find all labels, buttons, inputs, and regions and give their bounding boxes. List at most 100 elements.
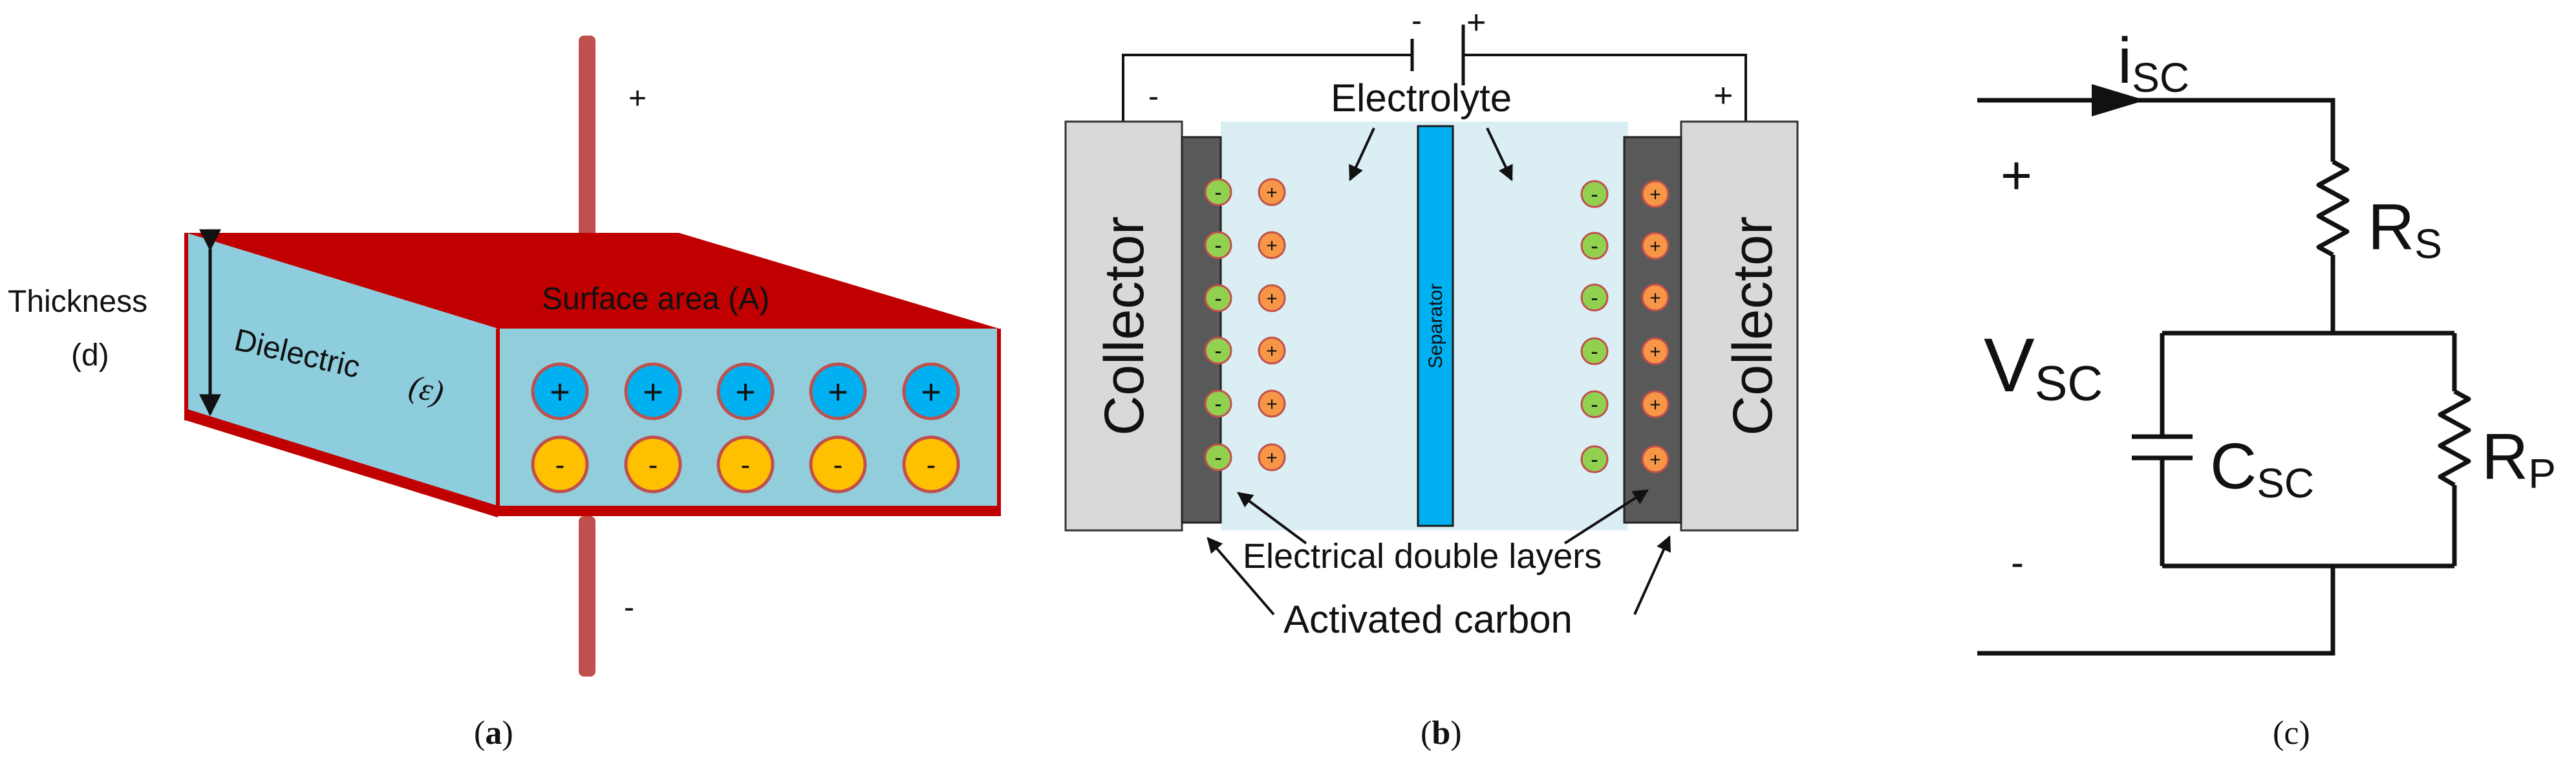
current-symbol: i (2118, 25, 2132, 97)
rp-symbol: R (2482, 420, 2528, 493)
anion-right-electrolyte-circle (1580, 337, 1609, 365)
cation-left-electrolyte-sign: + (1266, 182, 1278, 204)
anion-right-electrolyte: - (1580, 283, 1609, 312)
bottom-electrode-side (186, 409, 498, 517)
negative-charge: - (716, 435, 775, 494)
thickness-symbol-label: (d) (71, 338, 109, 373)
anion-right-electrolyte-sign: - (1591, 448, 1598, 472)
anion-right-electrolyte-circle (1580, 445, 1609, 473)
collector-right (1680, 120, 1799, 532)
panel-b-caption: (b) (1421, 715, 1462, 752)
positive-charge-sign: + (921, 373, 941, 411)
collector-left (1064, 120, 1183, 532)
anion-left-carbon-sign: - (1214, 392, 1221, 417)
cation-right-carbon: + (1641, 283, 1669, 312)
capacitance-subscript: SC (2257, 460, 2314, 506)
dielectric-side-face (186, 233, 498, 511)
cation-left-electrolyte-sign: + (1266, 448, 1278, 469)
positive-charge-sign: + (550, 373, 570, 411)
positive-charge-sign: + (735, 373, 756, 411)
negative-charge-circle (902, 435, 960, 494)
cation-left-electrolyte-circle (1258, 284, 1286, 312)
carbon-arrow-left (1207, 537, 1275, 616)
anion-left-carbon-circle (1204, 231, 1232, 259)
bottom-electrode-front (498, 506, 999, 516)
anion-left-carbon-circle (1204, 336, 1232, 365)
positive-charge: + (902, 362, 960, 420)
cation-right-carbon-circle (1641, 337, 1669, 365)
separator-label: Separator (1425, 283, 1446, 369)
anion-left-carbon-sign: - (1214, 233, 1221, 258)
anion-right-electrolyte-sign: - (1591, 393, 1598, 417)
cation-right-carbon-sign: + (1649, 184, 1661, 206)
negative-charge-circle (624, 435, 682, 494)
anion-left-carbon: - (1204, 336, 1232, 365)
anion-right-electrolyte-sign: - (1591, 182, 1598, 207)
panel-b-electric-double-layer: - + - + Collector Collector Separator -+… (1064, 4, 1799, 752)
cation-left-electrolyte-sign: + (1266, 235, 1278, 257)
caption-letter: a (485, 715, 502, 752)
bottom-terminal-lead (579, 516, 596, 677)
anion-left-carbon-circle (1204, 389, 1232, 418)
activated-carbon-label: Activated carbon (1283, 598, 1572, 641)
top-terminal-lead (579, 36, 596, 281)
current-arrow-head (2092, 84, 2145, 116)
anion-left-carbon-sign: - (1214, 339, 1221, 364)
cation-left-electrolyte-circle (1258, 231, 1286, 259)
panel-a-caption: (a) (474, 715, 513, 752)
negative-charge: - (902, 435, 960, 494)
external-wire-left (1122, 54, 1412, 122)
series-resistor-rs (2316, 159, 2350, 257)
negative-charge-sign: - (741, 449, 751, 481)
cation-right-carbon-circle (1641, 283, 1669, 312)
cation-left-electrolyte: + (1258, 336, 1286, 365)
anion-left-carbon: - (1204, 231, 1232, 259)
negative-charge-sign: - (833, 449, 843, 481)
cation-left-electrolyte: + (1258, 389, 1286, 418)
anion-left-carbon-circle (1204, 284, 1232, 312)
negative-terminal-label: - (624, 591, 634, 625)
anion-right-electrolyte-sign: - (1591, 286, 1598, 310)
electrolyte-arrow-left (1349, 127, 1375, 182)
voltage-symbol: V (1984, 323, 2035, 408)
caption-letter: b (1432, 715, 1450, 752)
caption-close-paren: ) (502, 715, 513, 752)
positive-charge-sign: + (828, 373, 848, 411)
capacitance-symbol: C (2210, 430, 2257, 503)
cation-right-carbon-sign: + (1649, 236, 1661, 257)
electrolyte-label: Electrolyte (1331, 76, 1512, 120)
battery-negative-sign: - (1411, 4, 1422, 38)
positive-charge: + (716, 362, 775, 420)
rs-subscript: S (2414, 221, 2442, 267)
cation-left-electrolyte-circle (1258, 389, 1286, 418)
double-layer-ions: -+-+-+-+-+-+-+-+-+-+-+-+ (1204, 178, 1669, 473)
cation-left-electrolyte: + (1258, 178, 1286, 206)
cation-right-carbon: + (1641, 337, 1669, 365)
anion-left-carbon: - (1204, 443, 1232, 472)
anion-left-carbon-sign: - (1214, 287, 1221, 311)
cation-right-carbon: + (1641, 445, 1669, 473)
surface-area-label: Surface area (A) (542, 282, 769, 316)
anion-left-carbon: - (1204, 389, 1232, 418)
anion-right-electrolyte-circle (1580, 180, 1609, 208)
anion-left-carbon-circle (1204, 443, 1232, 472)
cation-left-electrolyte-sign: + (1266, 288, 1278, 310)
negative-charge-circle (809, 435, 867, 494)
cation-right-carbon-circle (1641, 232, 1669, 260)
cation-right-carbon-sign: + (1649, 288, 1661, 309)
anion-left-carbon-sign: - (1214, 180, 1221, 205)
collector-left-label: Collector (1093, 216, 1155, 435)
rp-subscript: P (2528, 450, 2556, 497)
caption-close-paren: ) (1450, 715, 1461, 752)
negative-charge: - (624, 435, 682, 494)
rs-symbol: R (2368, 191, 2414, 263)
cation-right-carbon-sign: + (1649, 450, 1661, 471)
electrolyte-arrow-right (1486, 127, 1513, 182)
anion-left-carbon: - (1204, 178, 1232, 206)
cation-left-electrolyte: + (1258, 284, 1286, 312)
left-electrode-sign: - (1148, 80, 1159, 114)
voltage-subscript: SC (2035, 356, 2103, 411)
rp-label: RP (2482, 420, 2556, 497)
panel-c-equivalent-circuit: iSC RS + VSC CSC RP - (c) (1977, 25, 2556, 752)
